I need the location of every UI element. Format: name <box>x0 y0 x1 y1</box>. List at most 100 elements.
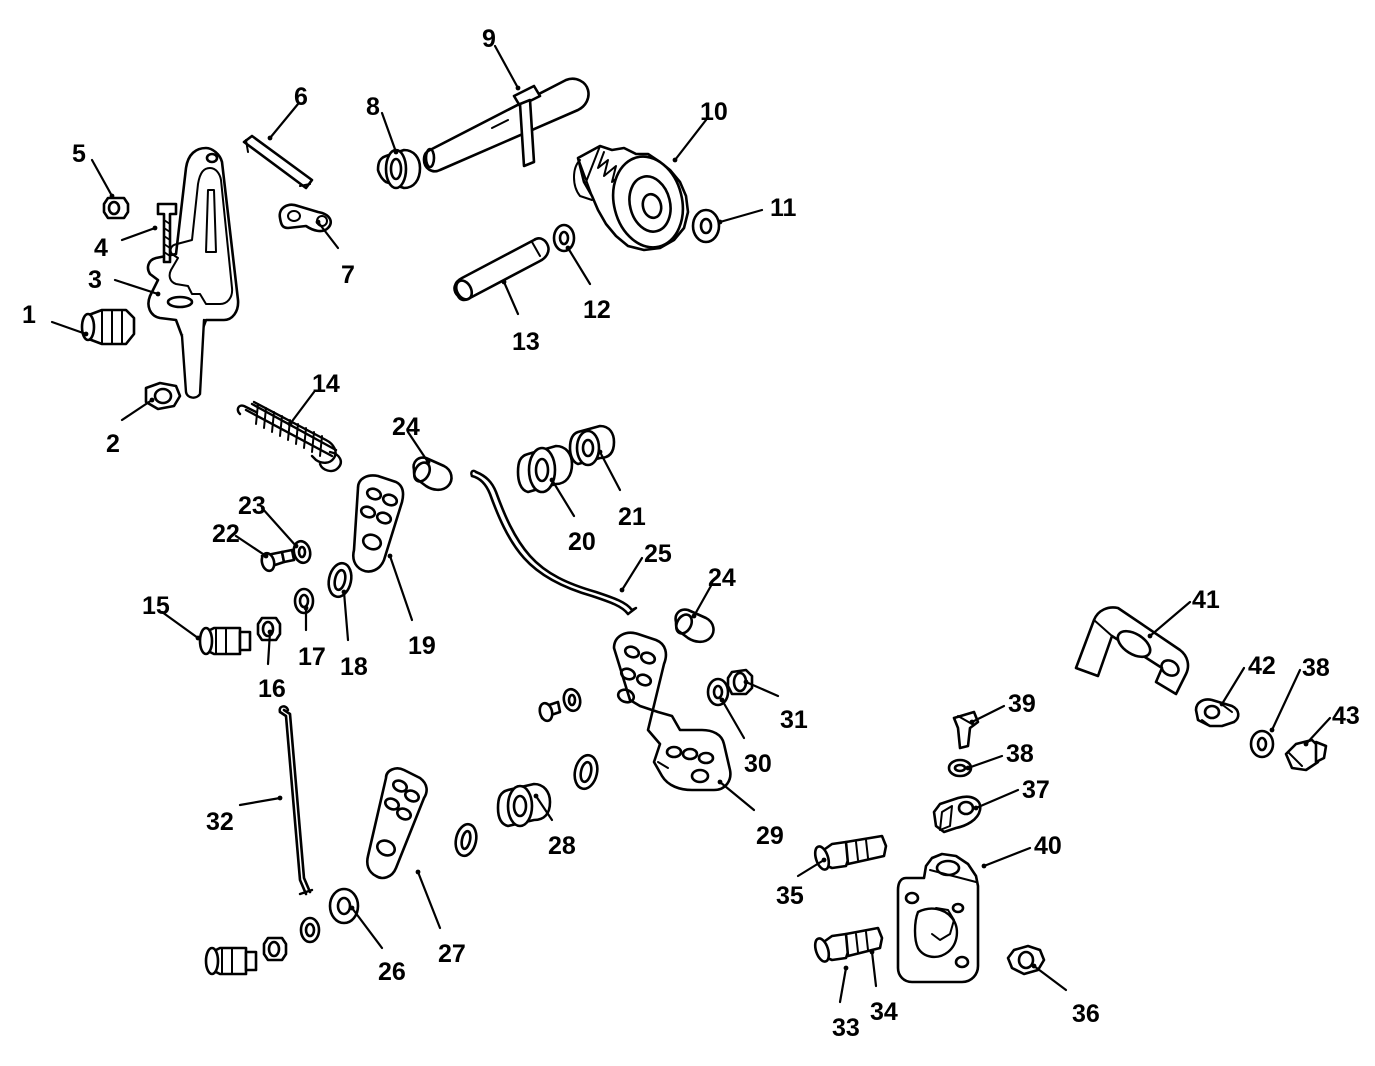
callout-leader-22 <box>234 534 268 558</box>
callout-number-10: 10 <box>700 98 728 126</box>
callout-leader-9 <box>493 44 520 90</box>
part-1-bolt <box>80 308 136 346</box>
callout-number-30: 30 <box>744 750 772 778</box>
callout-number-17: 17 <box>298 643 326 671</box>
part-15-bolt-lower <box>204 946 258 976</box>
part-8-bushing <box>376 148 422 190</box>
callout-number-23: 23 <box>238 492 266 520</box>
callout-leader-tip-17 <box>303 605 309 611</box>
callout-leader-24 <box>406 430 430 464</box>
part-17-washer-lower <box>299 916 321 944</box>
part-22-screw-lower <box>538 700 562 723</box>
callout-number-12: 12 <box>583 296 611 324</box>
callout-leader-tip-24b <box>691 613 697 619</box>
callout-leader-40 <box>982 846 1032 868</box>
part-10-bevel-gear <box>573 144 690 252</box>
part-14-spring <box>236 400 342 473</box>
callout-leader-42 <box>1220 666 1246 706</box>
callout-number-24b: 24 <box>708 564 736 592</box>
callout-number-8: 8 <box>366 93 380 121</box>
callout-number-43: 43 <box>1332 702 1360 730</box>
callout-leader-tip-9 <box>515 85 521 91</box>
callout-leader-24b <box>692 582 714 618</box>
callout-number-32: 32 <box>206 808 234 836</box>
part-35-bolt <box>813 834 888 871</box>
callout-leader-15 <box>160 610 200 640</box>
callout-leader-tip-34 <box>869 949 875 955</box>
callout-number-37: 37 <box>1022 776 1050 804</box>
callout-number-24: 24 <box>392 413 420 441</box>
callout-leader-31 <box>744 680 780 698</box>
callout-leader-11 <box>718 208 764 224</box>
callout-number-34: 34 <box>870 998 898 1026</box>
part-43-screw <box>1284 738 1328 772</box>
part-2-nut <box>144 381 182 411</box>
callout-leader-tip-37 <box>973 805 979 811</box>
callout-leader-23 <box>260 506 298 548</box>
callout-number-33: 33 <box>832 1014 860 1042</box>
callout-number-39: 39 <box>1008 690 1036 718</box>
callout-leader-tip-3 <box>155 291 161 297</box>
callout-number-26: 26 <box>378 958 406 986</box>
callout-leader-tip-25 <box>619 587 625 593</box>
callout-leader-30 <box>720 698 746 740</box>
callout-number-5: 5 <box>72 140 86 168</box>
callout-number-29: 29 <box>756 822 784 850</box>
callout-number-28: 28 <box>548 832 576 860</box>
callout-leader-tip-40 <box>981 863 987 869</box>
callout-leader-tip-20 <box>549 477 555 483</box>
callout-leader-35 <box>796 858 826 878</box>
callout-leader-21 <box>598 450 622 492</box>
callout-leader-tip-7 <box>315 219 321 225</box>
callout-leader-tip-5 <box>109 193 115 199</box>
part-21-bushing <box>568 424 616 467</box>
callout-number-41: 41 <box>1192 586 1220 614</box>
callout-leader-tip-21 <box>597 449 603 455</box>
part-37-clip <box>932 795 982 834</box>
callout-leader-tip-15 <box>195 635 201 641</box>
callout-leader-tip-6 <box>267 135 273 141</box>
callout-leader-tip-19 <box>387 553 393 559</box>
part-24-bushing-lower <box>674 608 715 644</box>
callout-leader-27 <box>416 870 442 930</box>
callout-leader-tip-39 <box>969 719 975 725</box>
callout-leader-tip-1 <box>83 331 89 337</box>
callout-number-42: 42 <box>1248 652 1276 680</box>
callout-leader-38 <box>966 754 1004 770</box>
callout-leader-6 <box>268 102 300 140</box>
callout-leader-5 <box>90 158 114 198</box>
part-20-bushing <box>516 444 574 494</box>
callout-leader-tip-26 <box>349 905 355 911</box>
callout-leader-tip-33 <box>843 965 849 971</box>
part-16-washer-lower <box>262 936 288 962</box>
callout-leader-18 <box>342 590 350 642</box>
callout-leader-tip-16 <box>267 629 273 635</box>
callout-leader-tip-29 <box>717 779 723 785</box>
part-4-screw <box>156 202 178 264</box>
part-18-washer-upper <box>327 561 353 599</box>
callout-number-18: 18 <box>340 653 368 681</box>
callout-leader-tip-42 <box>1219 701 1225 707</box>
callout-number-40: 40 <box>1034 832 1062 860</box>
part-27-link-plate <box>365 767 428 880</box>
part-31-nut <box>726 668 754 696</box>
callout-leader-32 <box>238 796 282 807</box>
callout-number-13: 13 <box>512 328 540 356</box>
callout-leader-tip-2 <box>149 397 155 403</box>
part-38-washer <box>947 758 973 778</box>
callout-leader-28 <box>534 794 554 822</box>
callout-leader-tip-24 <box>425 459 431 465</box>
part-13-pin <box>453 237 550 302</box>
callout-number-3: 3 <box>88 266 102 294</box>
callout-leader-3 <box>113 278 160 296</box>
part-3-bracket <box>146 146 240 399</box>
callout-leader-29 <box>718 780 756 812</box>
callout-leader-tip-18 <box>341 589 347 595</box>
callout-number-35: 35 <box>776 882 804 910</box>
part-11-washer <box>691 208 721 244</box>
callout-number-15: 15 <box>142 592 170 620</box>
part-42-clip <box>1194 698 1240 728</box>
part-16-washer-upper <box>256 616 282 642</box>
callout-number-36: 36 <box>1072 1000 1100 1028</box>
